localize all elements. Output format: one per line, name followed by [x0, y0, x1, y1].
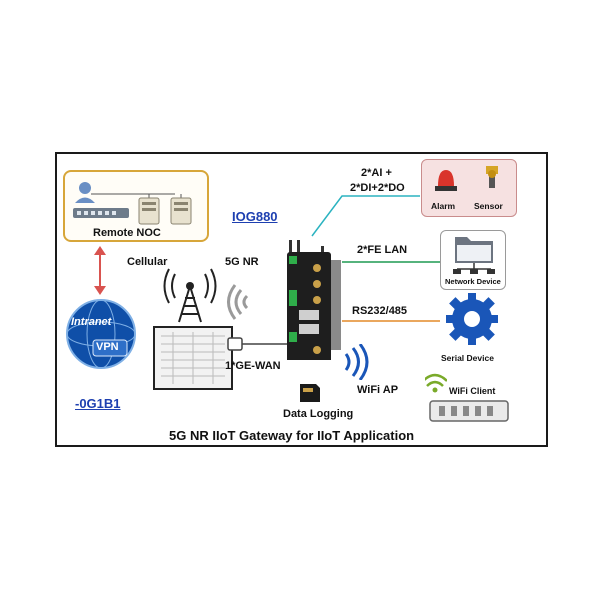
wifi-icon	[425, 373, 447, 393]
alarm-label: Alarm	[431, 201, 456, 211]
noc-graphic	[73, 182, 192, 225]
fe-lan-label: 2*FE LAN	[357, 244, 408, 256]
antenna-panel-icon	[153, 326, 233, 390]
network-device-tile: Network Device	[440, 230, 506, 290]
sensor-label: Sensor	[474, 201, 503, 211]
five-g-nr-label: 5G NR	[225, 256, 259, 268]
alarm-sensor-graphic	[435, 166, 498, 191]
folder-network-icon	[453, 237, 495, 274]
connector-lines	[94, 195, 440, 345]
cellular-label: Cellular	[127, 256, 168, 268]
io-label-line1: 2*AI +	[361, 167, 392, 179]
alarm-light-icon	[435, 170, 457, 191]
wifi-client-device-icon	[429, 400, 509, 422]
sensor-icon	[486, 166, 498, 188]
diagram-frame: Remote NOC IOG880 Cellular 5G NR 1*GE-WA…	[55, 152, 548, 447]
server-icon	[138, 197, 160, 225]
router-icon	[287, 240, 341, 360]
vpn-text: VPN	[96, 341, 119, 353]
ge-wan-label: 1*GE-WAN	[225, 360, 281, 372]
vpn-model-label: -0G1B1	[75, 396, 121, 411]
arrow-down-head	[94, 286, 106, 295]
intranet-text: Intranet	[71, 316, 112, 328]
data-logging-label: Data Logging	[283, 408, 354, 420]
model-name: IOG880	[232, 209, 278, 224]
switch-icon	[73, 208, 129, 218]
wifi-client-label: WiFi Client	[449, 386, 496, 396]
cell-tower-icon	[163, 268, 217, 323]
sd-card-icon	[300, 384, 320, 402]
server-icon	[170, 197, 192, 225]
remote-noc-label: Remote NOC	[93, 227, 161, 239]
signal-waves-icon	[227, 284, 249, 320]
rs232-label: RS232/485	[352, 305, 408, 317]
diagram-caption: 5G NR IIoT Gateway for IIoT Application	[169, 428, 415, 443]
user-icon	[75, 182, 95, 203]
intranet-vpn-globe-icon	[66, 299, 136, 369]
wifi-icon	[344, 344, 369, 380]
wifi-ap-label: WiFi AP	[357, 384, 399, 396]
serial-device-label: Serial Device	[441, 353, 494, 363]
gear-icon	[446, 293, 498, 345]
remote-noc-box: Remote NOC	[63, 170, 209, 242]
arrow-up-head	[94, 246, 106, 255]
io-label-line2: 2*DI+2*DO	[350, 182, 405, 194]
alarm-sensor-box: Alarm Sensor	[421, 159, 517, 217]
network-device-label: Network Device	[445, 277, 501, 286]
teal-io-line	[311, 195, 420, 237]
ethernet-cable-icon	[227, 337, 243, 351]
